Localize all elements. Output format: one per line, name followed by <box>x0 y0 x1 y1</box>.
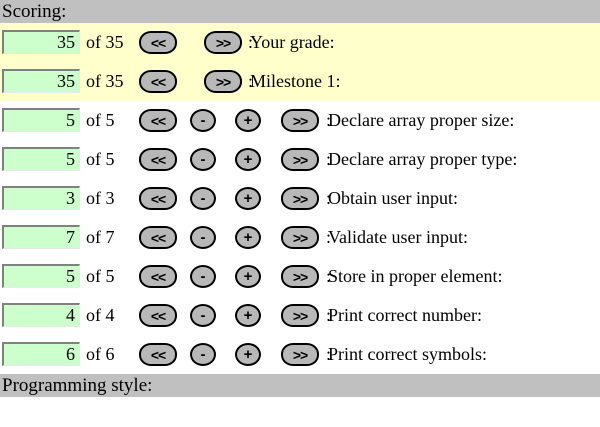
increment-all-button[interactable]: >> <box>281 304 319 327</box>
decrement-all-button[interactable]: << <box>139 187 177 210</box>
score-value-input[interactable]: 5 <box>2 108 80 132</box>
label-colon-separator: : <box>326 149 332 169</box>
label-colon-separator: : <box>326 110 332 130</box>
decrement-all-button[interactable]: << <box>139 148 177 171</box>
increment-all-button[interactable]: >> <box>281 109 319 132</box>
score-value-input[interactable]: 7 <box>2 225 80 249</box>
score-row: 5 of 5 <<-+ >>:Declare array proper size: <box>0 101 600 140</box>
max-score-text: of 6 <box>86 344 115 364</box>
decrement-all-button[interactable]: << <box>139 304 177 327</box>
score-value-input[interactable]: 35 <box>2 30 80 54</box>
criterion-label: Declare array proper type: <box>328 149 518 169</box>
increment-button[interactable]: + <box>235 265 261 288</box>
decrement-all-button[interactable]: << <box>139 343 177 366</box>
score-value-input[interactable]: 6 <box>2 342 80 366</box>
max-score-text: of 5 <box>86 149 115 169</box>
increment-button[interactable]: + <box>235 109 261 132</box>
increment-all-button[interactable]: >> <box>204 31 242 54</box>
criterion-label: Store in proper element: <box>328 266 503 286</box>
score-value-input[interactable]: 4 <box>2 303 80 327</box>
label-colon-separator: : <box>326 227 332 247</box>
programming-style-section-header: Programming style: <box>0 374 600 397</box>
max-score-text: of 7 <box>86 227 115 247</box>
max-score-text: of 4 <box>86 305 115 325</box>
decrement-all-button[interactable]: << <box>139 109 177 132</box>
score-row: 3 of 3 <<-+ >>:Obtain user input: <box>0 179 600 218</box>
decrement-all-button[interactable]: << <box>139 31 177 54</box>
criterion-label: Print correct symbols: <box>328 344 487 364</box>
criterion-label: Print correct number: <box>328 305 482 325</box>
label-colon-separator: : <box>326 344 332 364</box>
decrement-all-button[interactable]: << <box>139 265 177 288</box>
decrement-all-button[interactable]: << <box>139 70 177 93</box>
increment-all-button[interactable]: >> <box>281 187 319 210</box>
max-score-text: of 35 <box>86 71 124 91</box>
score-value-input[interactable]: 5 <box>2 147 80 171</box>
decrement-button[interactable]: - <box>190 304 216 327</box>
increment-all-button[interactable]: >> <box>204 70 242 93</box>
decrement-button[interactable]: - <box>190 343 216 366</box>
max-score-text: of 5 <box>86 110 115 130</box>
increment-button[interactable]: + <box>235 226 261 249</box>
score-row: 6 of 6 <<-+ >>:Print correct symbols: <box>0 335 600 374</box>
label-colon-separator: : <box>326 188 332 208</box>
max-score-text: of 3 <box>86 188 115 208</box>
decrement-button[interactable]: - <box>190 226 216 249</box>
max-score-text: of 5 <box>86 266 115 286</box>
score-row: 35 of 35 << >>:Milestone 1: <box>0 62 600 101</box>
score-value-input[interactable]: 3 <box>2 186 80 210</box>
criterion-label: Milestone 1: <box>250 71 341 91</box>
increment-button[interactable]: + <box>235 304 261 327</box>
criterion-label: Validate user input: <box>328 227 468 247</box>
increment-all-button[interactable]: >> <box>281 148 319 171</box>
increment-button[interactable]: + <box>235 148 261 171</box>
decrement-button[interactable]: - <box>190 109 216 132</box>
decrement-button[interactable]: - <box>190 148 216 171</box>
max-score-text: of 35 <box>86 32 124 52</box>
increment-all-button[interactable]: >> <box>281 265 319 288</box>
score-value-input[interactable]: 35 <box>2 69 80 93</box>
increment-button[interactable]: + <box>235 343 261 366</box>
score-value-input[interactable]: 5 <box>2 264 80 288</box>
decrement-button[interactable]: - <box>190 265 216 288</box>
score-row: 5 of 5 <<-+ >>:Store in proper element: <box>0 257 600 296</box>
label-colon-separator: : <box>326 266 332 286</box>
score-row: 7 of 7 <<-+ >>:Validate user input: <box>0 218 600 257</box>
score-row: 35 of 35 << >>:Your grade: <box>0 23 600 62</box>
increment-all-button[interactable]: >> <box>281 226 319 249</box>
decrement-button[interactable]: - <box>190 187 216 210</box>
criterion-label: Obtain user input: <box>328 188 458 208</box>
scoring-section-header: Scoring: <box>0 0 600 23</box>
criterion-label: Declare array proper size: <box>328 110 515 130</box>
label-colon-separator: : <box>248 71 254 91</box>
score-row: 4 of 4 <<-+ >>:Print correct number: <box>0 296 600 335</box>
decrement-all-button[interactable]: << <box>139 226 177 249</box>
score-row: 5 of 5 <<-+ >>:Declare array proper type: <box>0 140 600 179</box>
increment-button[interactable]: + <box>235 187 261 210</box>
label-colon-separator: : <box>326 305 332 325</box>
label-colon-separator: : <box>248 32 254 52</box>
increment-all-button[interactable]: >> <box>281 343 319 366</box>
criterion-label: Your grade: <box>250 32 335 52</box>
